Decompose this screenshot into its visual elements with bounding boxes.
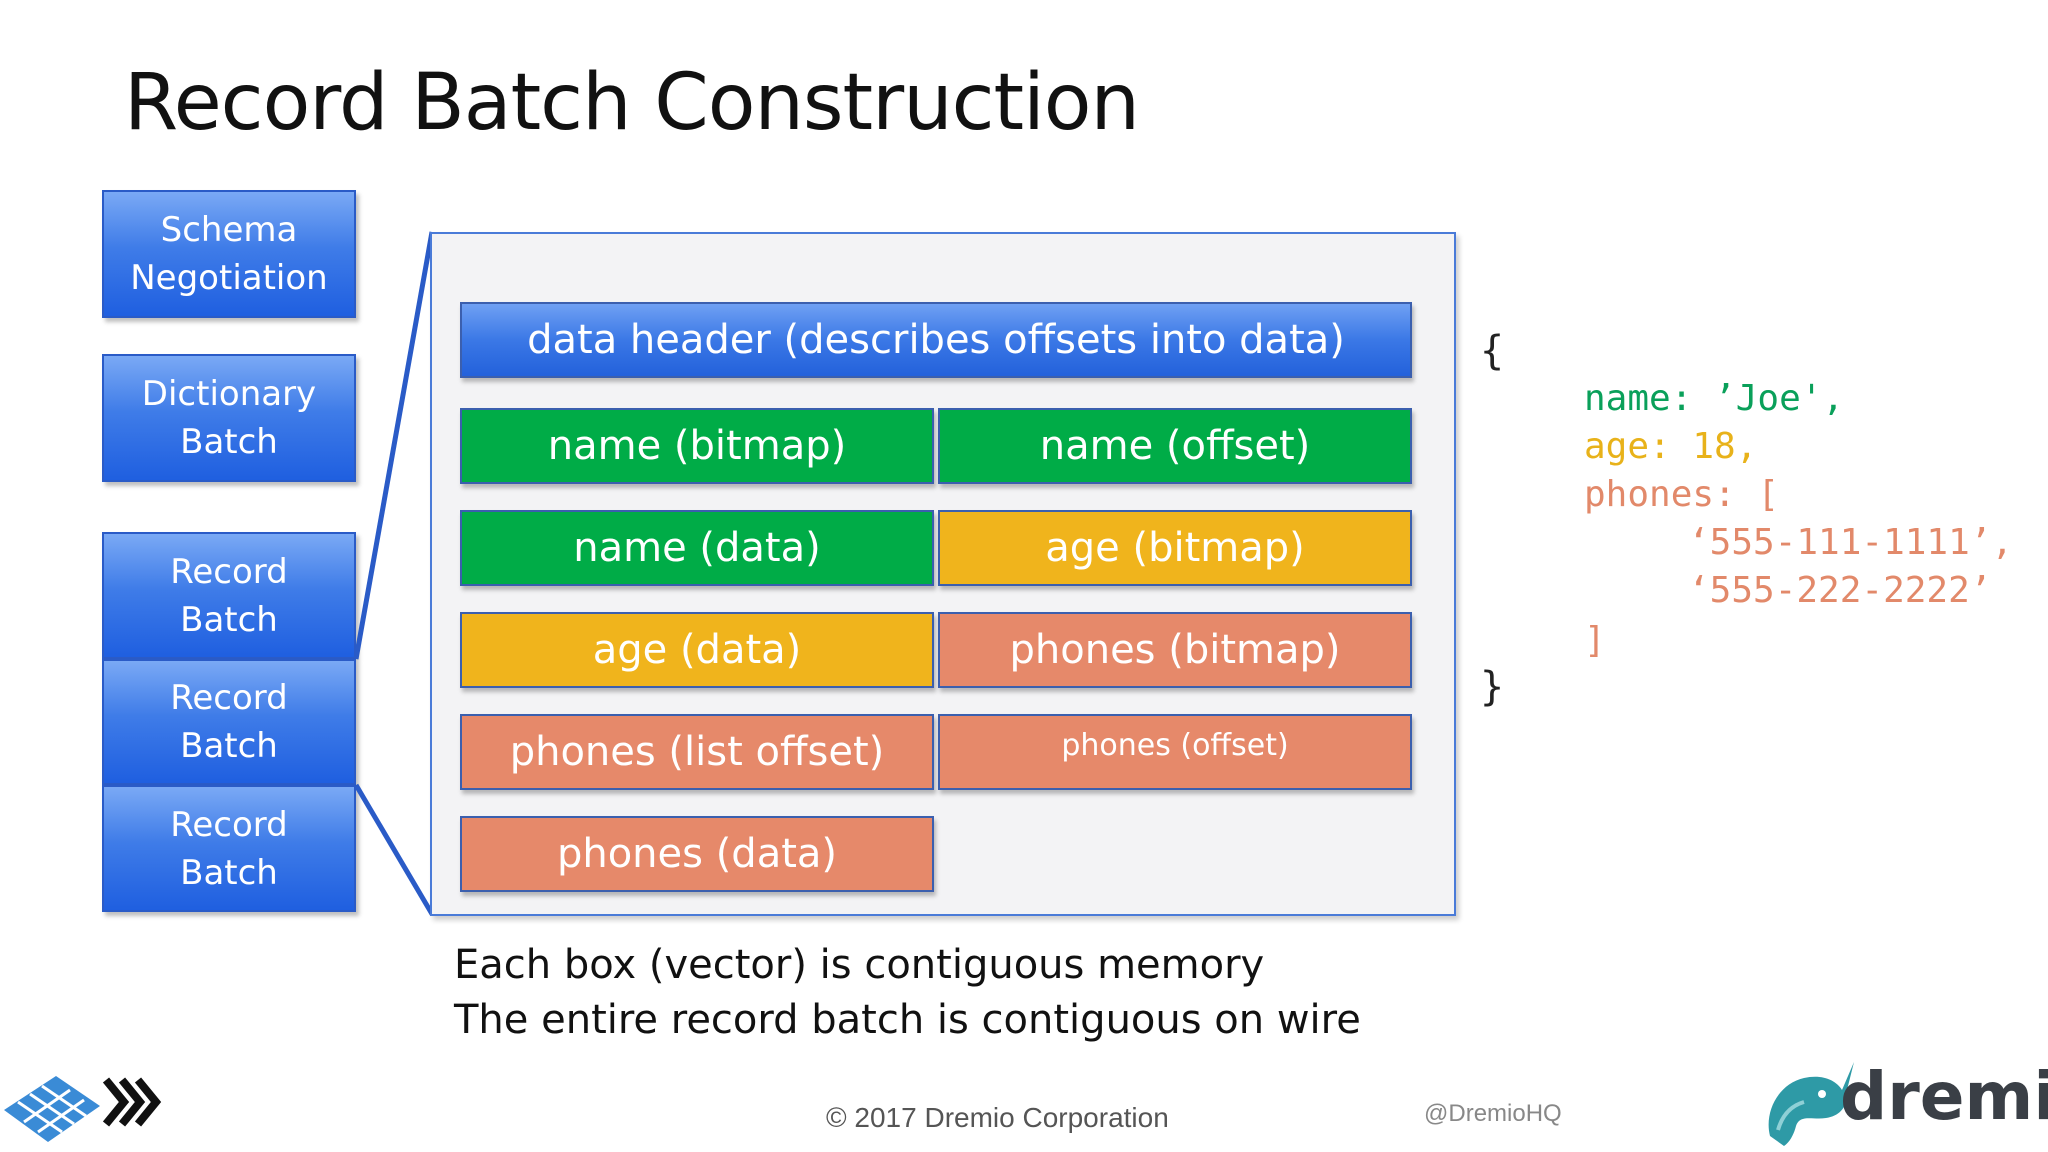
- json-close-bracket: ]: [1584, 620, 1606, 661]
- record-batch-box-1: Record Batch: [102, 532, 356, 659]
- record-batch-detail-panel: data header (describes offsets into data…: [430, 232, 1456, 916]
- json-age-line: age: 18,: [1584, 426, 1758, 467]
- name-offset-vector: name (offset): [938, 408, 1412, 484]
- dremio-wordmark: dremio: [1840, 1058, 2048, 1135]
- box-line: Record: [170, 678, 288, 718]
- apache-arrow-logo: [4, 1076, 162, 1142]
- box-line: Record: [170, 804, 288, 845]
- phones-data-vector: phones (data): [460, 816, 934, 892]
- data-header-vector: data header (describes offsets into data…: [460, 302, 1412, 378]
- connector-line-bottom: [353, 783, 435, 916]
- age-bitmap-vector: age (bitmap): [938, 510, 1412, 586]
- name-data-vector: name (data): [460, 510, 934, 586]
- name-bitmap-vector: name (bitmap): [460, 408, 934, 484]
- age-data-vector: age (data): [460, 612, 934, 688]
- record-batch-box-2: Record Batch: [102, 659, 356, 785]
- caption-line-2: The entire record batch is contiguous on…: [454, 997, 1361, 1043]
- phones-list-offset-vector: phones (list offset): [460, 714, 934, 790]
- box-line: Batch: [180, 852, 278, 893]
- box-line: Schema: [160, 210, 298, 250]
- json-phones-line: phones: [: [1584, 474, 1780, 515]
- twitter-handle: @DremioHQ: [1424, 1100, 1562, 1127]
- close-brace: }: [1480, 664, 1505, 710]
- json-phone-1: ‘555-111-1111’,: [1688, 522, 2014, 563]
- dremio-narwhal-logo: [1768, 1062, 1854, 1146]
- copyright-text: © 2017 Dremio Corporation: [826, 1102, 1169, 1133]
- caption-line-1: Each box (vector) is contiguous memory: [454, 942, 1265, 988]
- box-line: Batch: [180, 726, 278, 766]
- json-name-line: name: ’Joe',: [1584, 378, 1845, 419]
- slide-title: Record Batch Construction: [124, 58, 1140, 148]
- json-phone-2: ‘555-222-2222’: [1688, 570, 1992, 611]
- phones-offset-vector: phones (offset): [938, 714, 1412, 790]
- schema-negotiation-box: Schema Negotiation: [102, 190, 356, 318]
- box-line: Dictionary: [141, 374, 317, 414]
- record-batch-box-3: Record Batch: [102, 785, 356, 912]
- phones-bitmap-vector: phones (bitmap): [938, 612, 1412, 688]
- open-brace: {: [1480, 328, 1505, 374]
- box-line: Record: [170, 551, 288, 592]
- box-line: Batch: [180, 599, 278, 640]
- dictionary-batch-box: Dictionary Batch: [102, 354, 356, 482]
- box-line: Negotiation: [130, 258, 328, 298]
- box-line: Batch: [180, 422, 278, 462]
- connector-line-top: [353, 231, 435, 660]
